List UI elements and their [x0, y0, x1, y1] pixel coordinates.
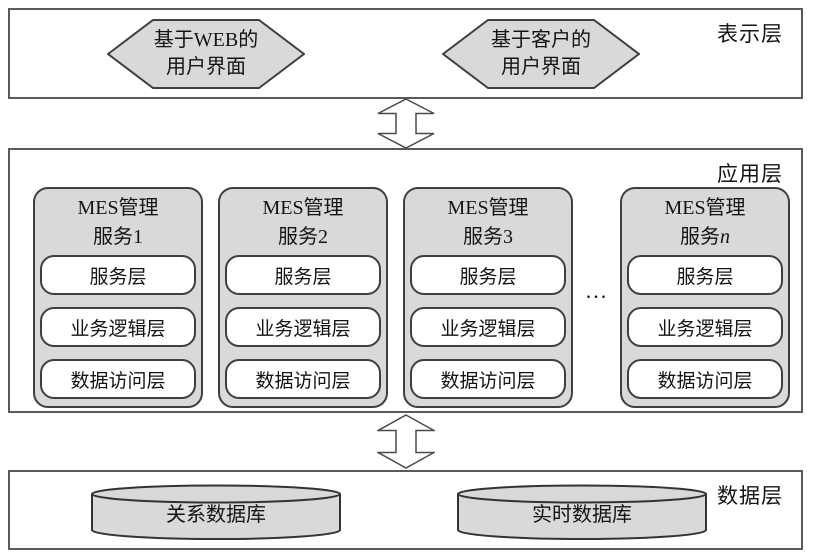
application-layer-label: 应用层 [717, 162, 783, 186]
mes-title-line2: 服务 [93, 226, 133, 248]
web-ui-line2: 用户界面 [166, 56, 246, 78]
mes-service-box-n: MES管理 服务n 服务层 业务逻辑层 数据访问层 [620, 187, 790, 408]
database-cylinder-icon [91, 484, 341, 540]
data-layer-label: 数据层 [717, 484, 783, 508]
mes-title-line1: MES管理 [77, 197, 159, 219]
service-sublayer-pill: 服务层 [410, 255, 566, 295]
mes-service-title-1: MES管理 服务1 [39, 194, 197, 255]
hexagon-shape-icon [442, 19, 640, 89]
mes-service-box-1: MES管理 服务1 服务层 业务逻辑层 数据访问层 [33, 187, 203, 408]
mes-title-line2: 服务 [278, 226, 318, 248]
relational-database-cylinder: 关系数据库 [91, 484, 341, 541]
presentation-layer-label: 表示层 [717, 22, 783, 46]
mes-service-box-3: MES管理 服务3 服务层 业务逻辑层 数据访问层 [403, 187, 573, 408]
web-ui-hexagon: 基于WEB的 用户界面 [107, 19, 305, 89]
mes-service-number: 3 [503, 226, 513, 248]
hexagon-shape-icon [107, 19, 305, 89]
realtime-database-cylinder: 实时数据库 [457, 484, 707, 541]
mes-title-line2: 服务 [463, 226, 503, 248]
data-access-sublayer-pill: 数据访问层 [627, 359, 783, 399]
application-data-connector [375, 414, 437, 474]
mes-title-line1: MES管理 [262, 197, 344, 219]
client-ui-hexagon-label: 基于客户的 用户界面 [442, 19, 640, 89]
business-logic-sublayer-pill: 业务逻辑层 [410, 307, 566, 347]
mes-service-box-2: MES管理 服务2 服务层 业务逻辑层 数据访问层 [218, 187, 388, 408]
mes-title-line1: MES管理 [447, 197, 529, 219]
realtime-database-label: 实时数据库 [532, 504, 632, 526]
service-sublayer-pill: 服务层 [627, 255, 783, 295]
client-ui-hexagon: 基于客户的 用户界面 [442, 19, 640, 89]
up-down-arrow-icon [375, 414, 437, 469]
business-logic-sublayer-pill: 业务逻辑层 [40, 307, 196, 347]
mes-title-line1: MES管理 [664, 197, 746, 219]
client-ui-line2: 用户界面 [501, 56, 581, 78]
web-ui-hexagon-label: 基于WEB的 用户界面 [107, 19, 305, 89]
database-cylinder-icon [457, 484, 707, 540]
business-logic-sublayer-pill: 业务逻辑层 [627, 307, 783, 347]
data-access-sublayer-pill: 数据访问层 [40, 359, 196, 399]
business-logic-sublayer-pill: 业务逻辑层 [225, 307, 381, 347]
mes-service-title-3: MES管理 服务3 [409, 194, 567, 255]
mes-service-title-n: MES管理 服务n [626, 194, 784, 255]
mes-service-number: n [720, 226, 730, 248]
mes-service-number: 2 [318, 226, 328, 248]
web-ui-line1: 基于WEB的 [153, 29, 259, 51]
up-down-arrow-icon [377, 98, 435, 149]
relational-database-label: 关系数据库 [166, 504, 266, 526]
presentation-application-connector [377, 98, 435, 154]
client-ui-line1: 基于客户的 [491, 29, 591, 51]
data-access-sublayer-pill: 数据访问层 [410, 359, 566, 399]
services-ellipsis: ... [585, 278, 609, 303]
mes-service-number: 1 [133, 226, 143, 248]
mes-service-title-2: MES管理 服务2 [224, 194, 382, 255]
mes-title-line2: 服务 [680, 226, 720, 248]
service-sublayer-pill: 服务层 [225, 255, 381, 295]
service-sublayer-pill: 服务层 [40, 255, 196, 295]
data-access-sublayer-pill: 数据访问层 [225, 359, 381, 399]
